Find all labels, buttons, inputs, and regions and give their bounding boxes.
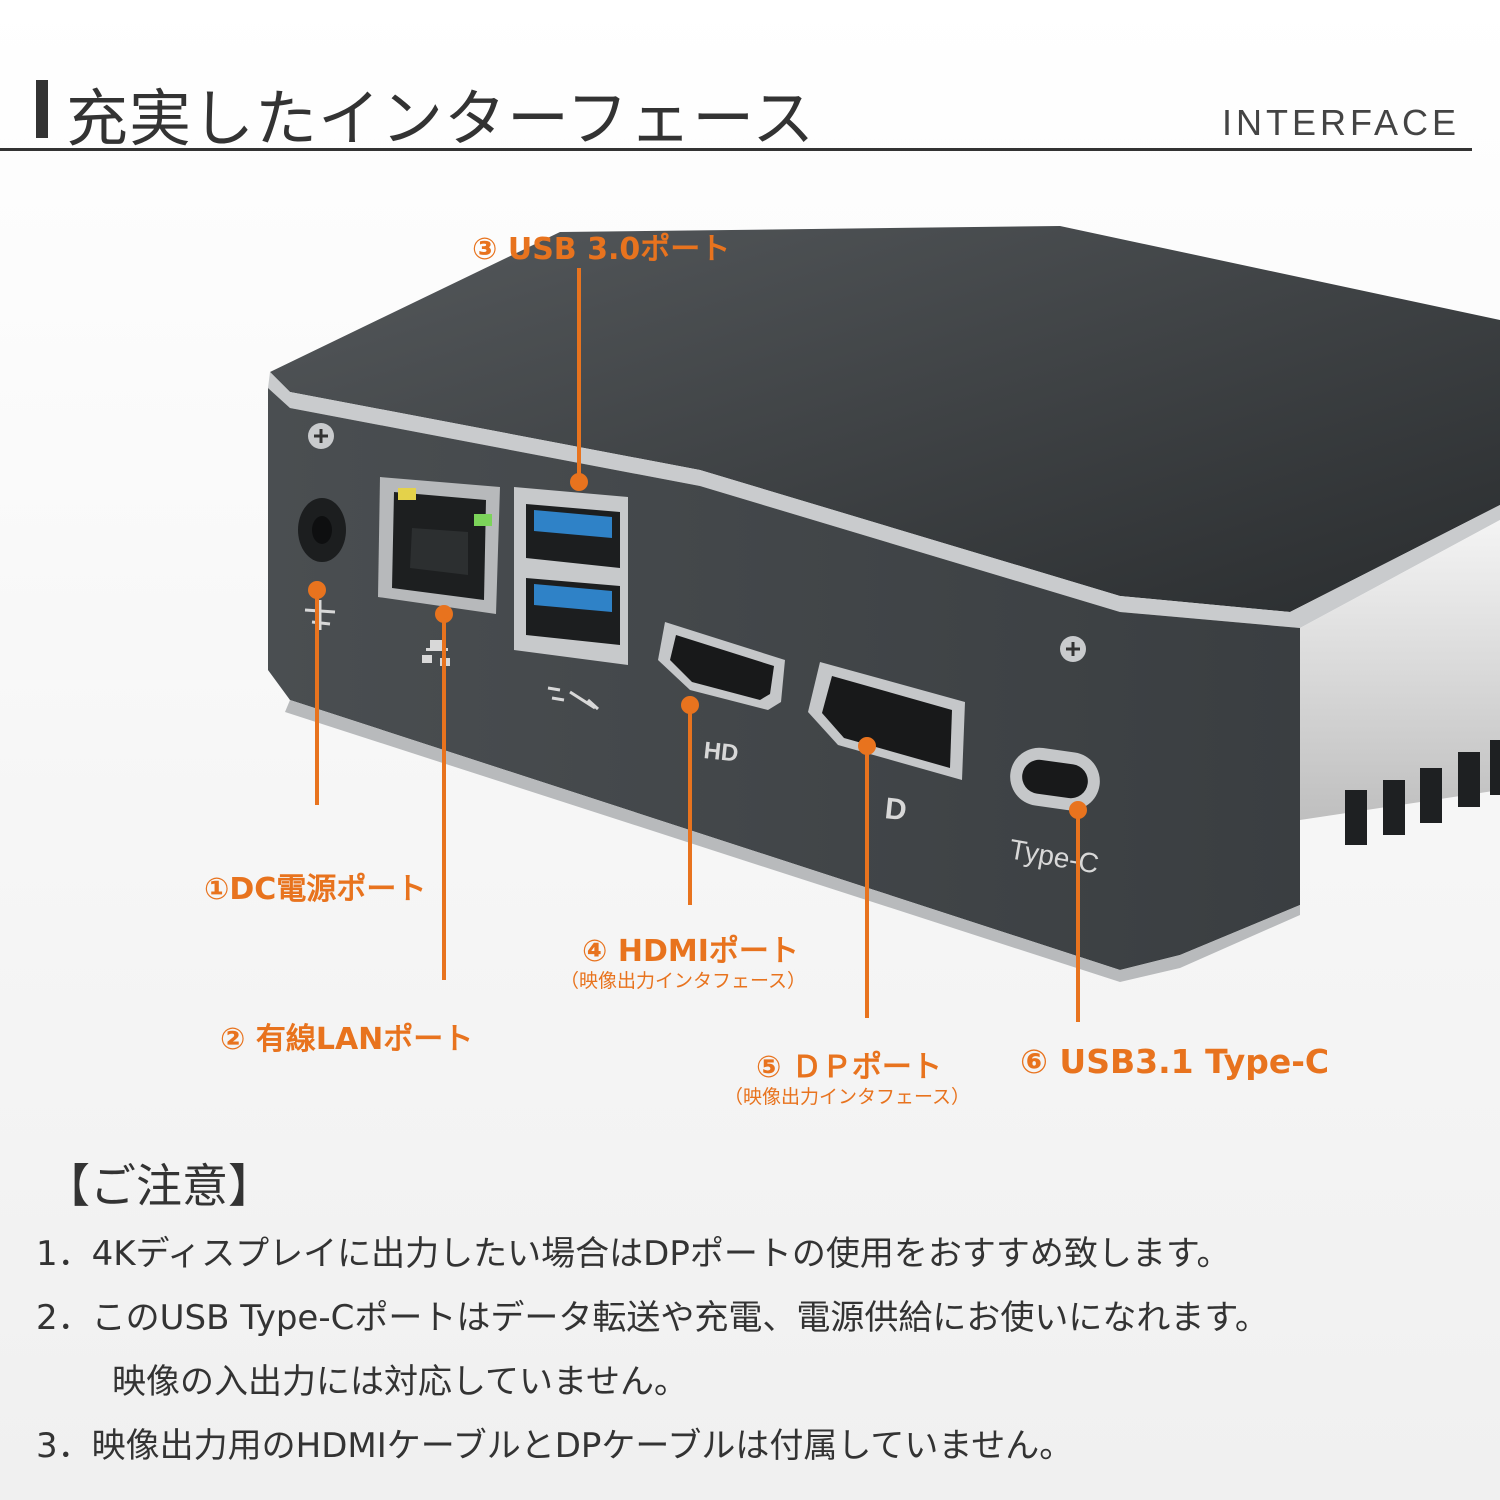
superspeed-usb-icon xyxy=(547,686,600,711)
notes-heading: 【ご注意】 xyxy=(44,1159,274,1213)
screw-icon xyxy=(308,423,334,449)
dp-sublabel: （映像出力インタフェース） xyxy=(724,1086,971,1108)
device-right-side xyxy=(1300,520,1500,820)
lan-port xyxy=(378,477,500,614)
note-item-continuation: 映像の入出力には対応していません。 xyxy=(112,1362,688,1402)
usb3-marker-dot xyxy=(570,473,588,491)
note-item: 2．このUSB Type-Cポートはデータ転送や充電、電源供給にお使いになれます… xyxy=(36,1298,1269,1338)
typec-marker-dot xyxy=(1069,801,1087,819)
page-subtitle: INTERFACE xyxy=(1221,102,1460,143)
lan-label: ② 有線LANポート xyxy=(220,1022,474,1057)
note-item: 1．4Kディスプレイに出力したい場合はDPポートの使用をおすすめ致します。 xyxy=(36,1234,1231,1274)
hdmi-marker-dot xyxy=(681,696,699,714)
dp-label: ⑤ ＤＰポート xyxy=(756,1050,942,1085)
note-item: 3．映像出力用のHDMIケーブルとDPケーブルは付属していません。 xyxy=(36,1426,1074,1466)
hdmi-sublabel: （映像出力インタフェース） xyxy=(560,970,807,992)
device-bottom-lip xyxy=(285,700,1300,982)
vent-slots xyxy=(1345,740,1500,845)
hdmi-port xyxy=(658,622,785,710)
dp-marker-dot xyxy=(858,737,876,755)
page-title: 充実したインターフェース xyxy=(66,82,816,155)
title-accent-bar xyxy=(36,80,48,138)
dp-marking: D xyxy=(883,792,908,827)
displayport-port xyxy=(808,662,965,780)
lan-marker-dot xyxy=(435,605,453,623)
dc-marker-dot xyxy=(308,581,326,599)
header-divider xyxy=(0,148,1472,151)
screw-icon xyxy=(1060,636,1086,662)
header: 充実したインターフェース INTERFACE xyxy=(0,0,1500,155)
usb-type-c-port xyxy=(1010,747,1100,811)
hdmi-label: ④ HDMIポート xyxy=(582,934,799,969)
dc-label: ①DC電源ポート xyxy=(204,872,427,907)
usb3-ports xyxy=(514,487,628,665)
typec-label: ⑥ USB3.1 Type-C xyxy=(1020,1042,1330,1081)
dc-jack xyxy=(298,498,346,562)
usb3-label: ③ USB 3.0ポート xyxy=(472,232,731,267)
hd-marking: HD xyxy=(702,737,739,767)
